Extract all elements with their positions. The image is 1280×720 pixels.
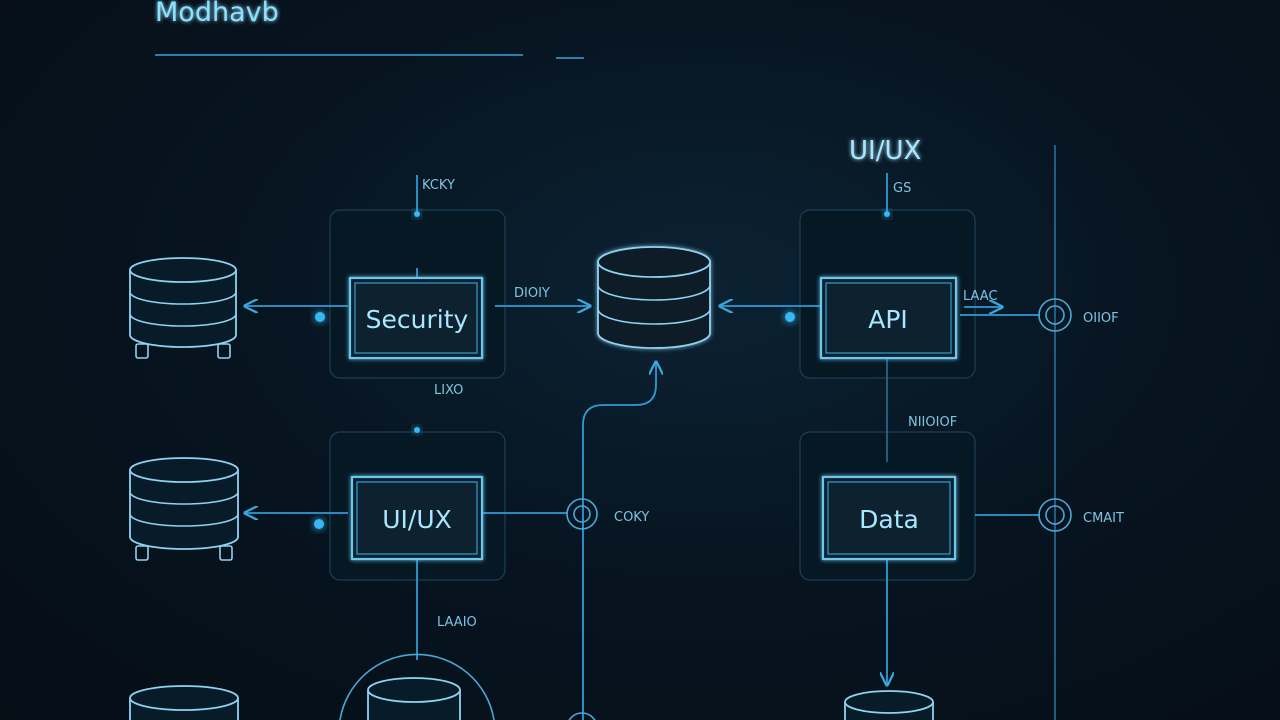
security-top-node — [414, 211, 420, 217]
diagram-title: Modhavb — [155, 0, 279, 28]
api-block-label: API — [868, 305, 908, 334]
uiux-left-node — [314, 519, 324, 529]
database-icon-left-middle — [129, 457, 239, 561]
uiux-right-label: COKY — [614, 510, 649, 525]
uiux-bottom-label: LAAIO — [437, 615, 477, 630]
center-connector-core — [573, 505, 591, 523]
right-middle-connector-ring — [1038, 498, 1072, 532]
data-block-label: Data — [859, 505, 919, 534]
center-bottom-connector — [568, 712, 596, 720]
database-icon-left-bottom — [129, 685, 239, 720]
right-top-connector-ring — [1038, 298, 1072, 332]
center-vertical-connector — [582, 362, 656, 720]
security-bottom-node — [414, 427, 420, 433]
center-connector-ring — [566, 498, 598, 530]
api-block[interactable] — [819, 276, 958, 360]
security-to-uiux-label: LIXO — [434, 383, 463, 398]
api-top-node — [884, 211, 890, 217]
right-middle-label: CMAIT — [1083, 511, 1124, 526]
security-left-node — [315, 312, 325, 322]
uiux-block-label: UI/UX — [382, 505, 452, 534]
database-icon-central — [597, 246, 711, 349]
data-block[interactable] — [821, 475, 957, 561]
api-to-data-label: NIIOIOF — [908, 415, 957, 430]
security-to-db-label: DIOIY — [514, 286, 550, 301]
uiux-block[interactable] — [350, 475, 484, 561]
header-uiux-label: UI/UX — [849, 136, 921, 166]
security-top-label: KCKY — [422, 178, 455, 193]
right-top-label: OIIOF — [1083, 311, 1119, 326]
database-icon-left-top — [129, 257, 237, 359]
security-block[interactable] — [348, 276, 484, 360]
api-left-node — [785, 312, 795, 322]
right-middle-connector-core — [1045, 505, 1065, 525]
database-icon-bottom-right — [844, 690, 934, 720]
security-block-label: Security — [366, 305, 469, 334]
database-icon-bottom-center — [339, 653, 495, 720]
api-left-label: LAAC — [963, 289, 998, 304]
right-top-connector-core — [1045, 305, 1065, 325]
api-top-label: GS — [893, 181, 911, 196]
